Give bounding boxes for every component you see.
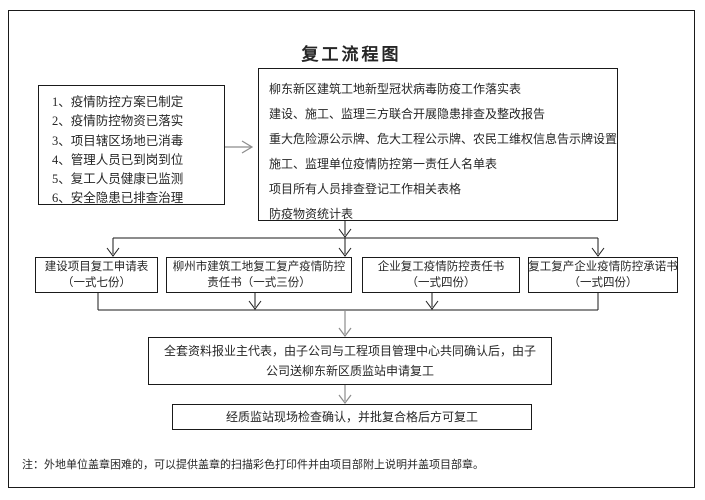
page-title: 复工流程图 xyxy=(301,45,402,64)
confirm-box: 全套资料报业主代表，由子公司与工程项目管理中心共同确认后，由子 公司送柳东新区质… xyxy=(148,337,552,385)
materials-box: 柳东新区建筑工地新型冠状病毒防疫工作落实表 建设、施工、监理三方联合开展隐患排查… xyxy=(258,68,618,221)
checklist-item: 2、疫情防控物资已落实 xyxy=(52,114,184,129)
checklist-box: 1、疫情防控方案已制定 2、疫情防控物资已落实 3、项目辖区场地已消毒 4、管理… xyxy=(38,85,225,205)
box-line: 全套资料报业主代表，由子公司与工程项目管理中心共同确认后，由子 xyxy=(163,344,536,358)
box-line: （一式四份） xyxy=(568,277,638,289)
enterprise-duty-box: 企业复工疫情防控责任书 （一式四份） xyxy=(362,257,520,293)
checklist-item: 1、疫情防控方案已制定 xyxy=(52,95,184,109)
materials-item: 建设、施工、监理三方联合开展隐患排查及整改报告 xyxy=(269,107,546,121)
materials-item: 重大危险源公示牌、危大工程公示牌、农民工维权信息告示牌设置 xyxy=(269,132,618,146)
promise-box: 复工复产企业疫情防控承诺书 （一式四份） xyxy=(528,257,678,293)
apply-form-box: 建设项目复工申请表 （一式七份） xyxy=(35,257,158,293)
materials-item: 防疫物资统计表 xyxy=(269,207,354,221)
box-line: 公司送柳东新区质监站申请复工 xyxy=(265,364,434,378)
checklist-item: 4、管理人员已到岗到位 xyxy=(52,152,184,167)
page-border xyxy=(8,10,695,488)
checklist-item: 5、复工人员健康已监测 xyxy=(52,172,184,187)
box-line: 企业复工疫情防控责任书 xyxy=(377,261,505,273)
box-line: 建设项目复工申请表 xyxy=(44,261,149,273)
checklist-item: 6、安全隐患已排查治理 xyxy=(52,191,184,206)
checklist-item: 3、项目辖区场地已消毒 xyxy=(52,133,184,148)
approval-box: 经质监站现场检查确认，并批复合格后方可复工 xyxy=(172,404,532,430)
materials-item: 项目所有人员排查登记工作相关表格 xyxy=(269,182,462,196)
materials-item: 柳东新区建筑工地新型冠状病毒防疫工作落实表 xyxy=(269,82,522,96)
materials-item: 施工、监理单位疫情防控第一责任人名单表 xyxy=(269,157,498,171)
box-line: （一式四份） xyxy=(406,277,476,289)
box-line: 经质监站现场检查确认，并批复合格后方可复工 xyxy=(225,410,478,424)
liuzhou-duty-box: 柳州市建筑工地复工复产疫情防控 责任书（一式三份） xyxy=(166,257,352,293)
box-line: 柳州市建筑工地复工复产疫情防控 xyxy=(172,261,346,273)
box-line: 责任书（一式三份） xyxy=(207,277,311,289)
footnote: 注：外地单位盖章困难的，可以提供盖章的扫描彩色打印件并由项目部附上说明并盖项目部… xyxy=(22,459,484,471)
box-line: （一式七份） xyxy=(62,277,131,289)
box-line: 复工复产企业疫情防控承诺书 xyxy=(528,261,678,273)
